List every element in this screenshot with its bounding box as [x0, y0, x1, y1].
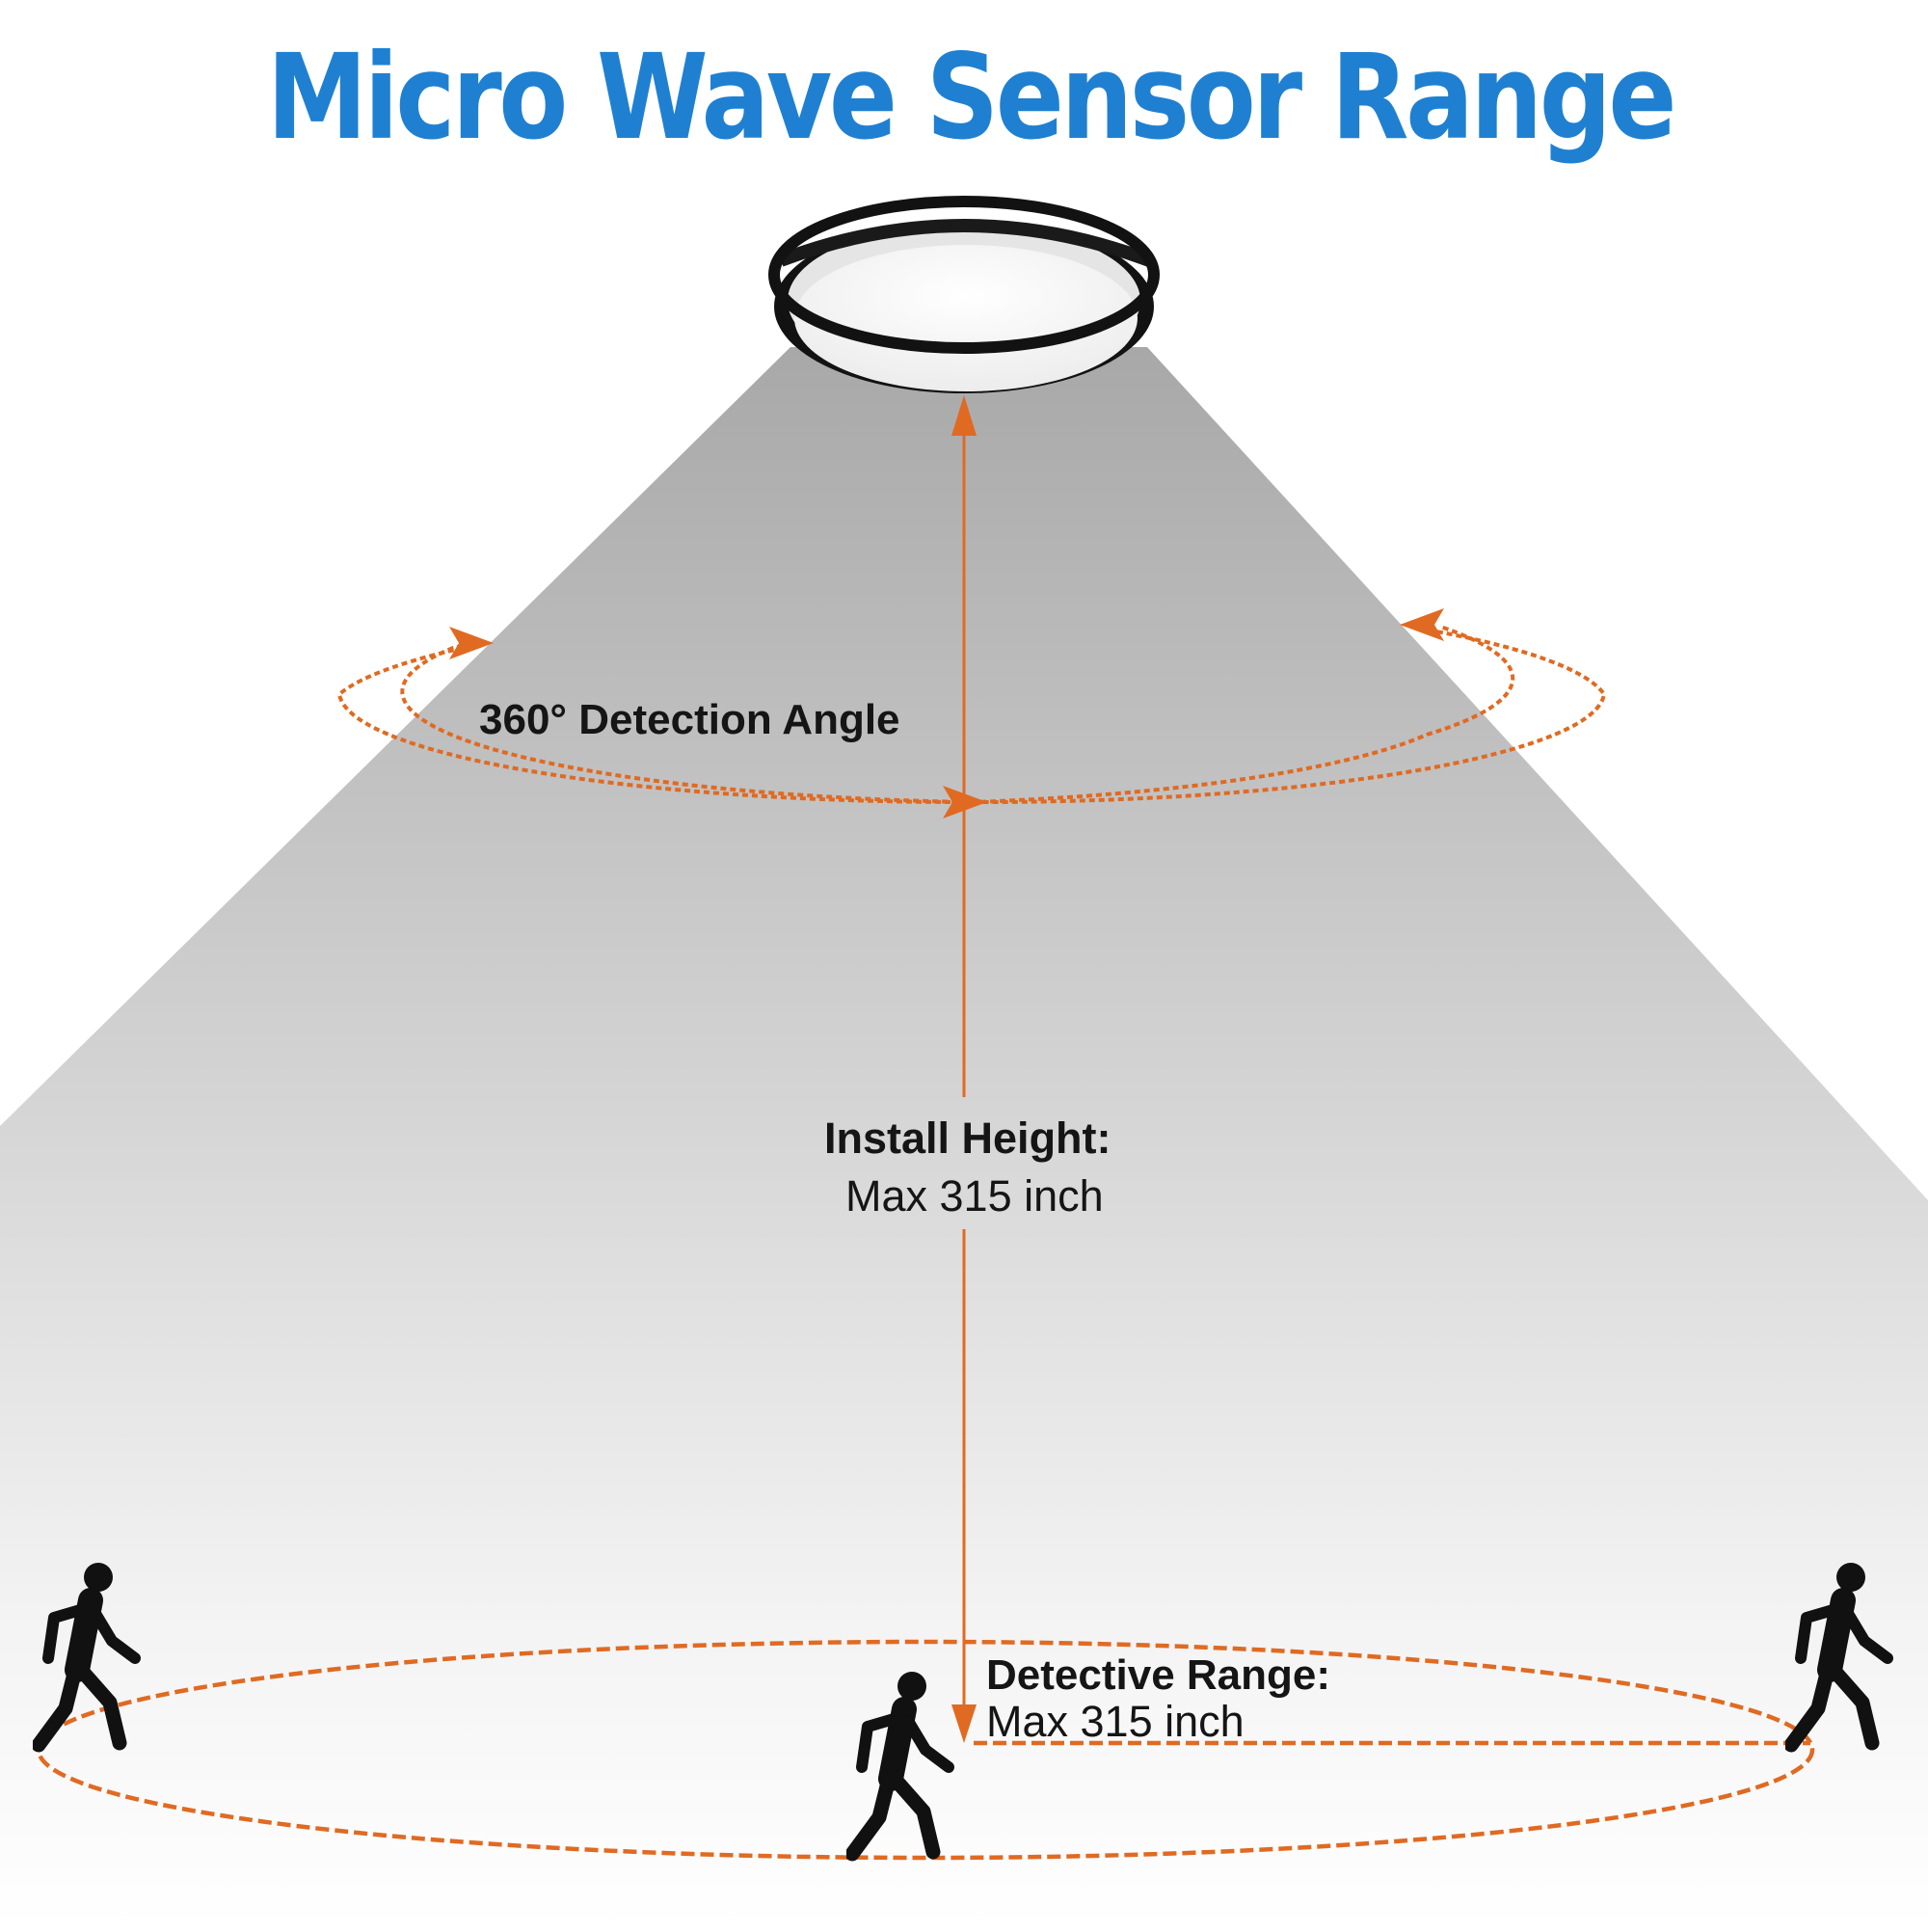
detection-beam: [0, 347, 1928, 1928]
install-height-value: Max 315 inch: [845, 1171, 1104, 1221]
install-height-title: Install Height:: [824, 1114, 1111, 1163]
arrow-right-icon: [449, 627, 494, 659]
arrow-right-icon: [943, 786, 987, 818]
arrow-up-icon: [951, 395, 977, 436]
detection-angle-label: 360° Detection Angle: [479, 696, 900, 743]
install-height-line: [951, 395, 977, 1743]
arrow-down-icon: [951, 1704, 977, 1743]
detective-range-title: Detective Range:: [986, 1651, 1331, 1699]
ceiling-light-icon: [768, 196, 1160, 393]
detection-angle-ellipse: [336, 608, 1607, 818]
arrow-left-icon: [1400, 608, 1444, 641]
detective-range-value: Max 315 inch: [986, 1697, 1245, 1746]
page-title: Micro Wave Sensor Range: [266, 29, 1677, 166]
